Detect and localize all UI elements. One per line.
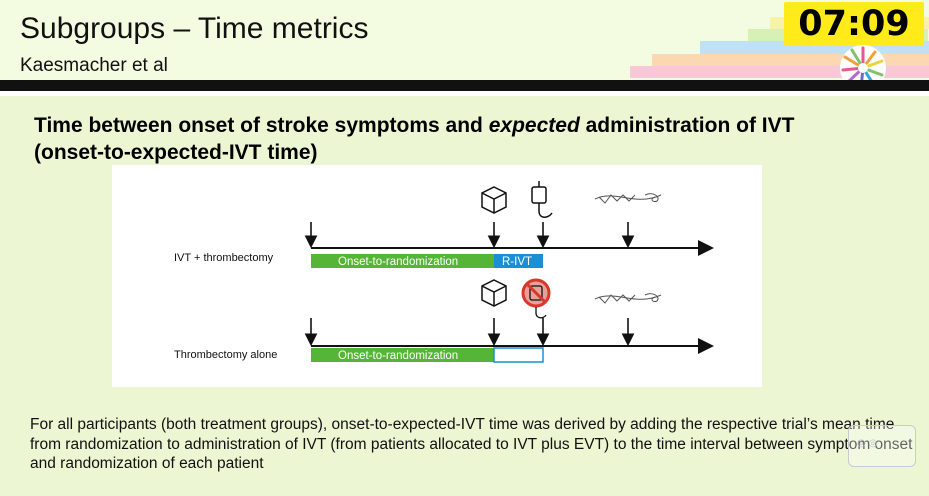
no-iv-icon [521, 278, 551, 319]
box-icon [481, 279, 507, 307]
seal-mark: ◎ ◎ [857, 438, 878, 449]
row2-blue-bar [493, 347, 544, 363]
row2-green-bar-label: Onset-to-randomization [338, 350, 458, 362]
slide-subtitle: Kaesmacher et al [20, 55, 168, 76]
caption-text: For all participants (both treatment gro… [30, 416, 913, 472]
slide-title: Subgroups – Time metrics [20, 12, 369, 45]
iv-bag-icon [531, 181, 553, 218]
row1-blue-bar-label: R-IVT [502, 256, 532, 268]
row2-label: Thrombectomy alone [174, 349, 277, 361]
content-heading: Time between onset of stroke symptoms an… [34, 112, 894, 166]
watermark-seal: ◎ ◎ [848, 425, 916, 467]
decor-stripe-peach [652, 54, 929, 66]
countdown-timer: 07:09 [784, 2, 924, 45]
heading-emphasis: expected [488, 114, 580, 137]
heading-part1: Time between onset of stroke symptoms an… [34, 114, 489, 137]
header-divider-light [0, 91, 929, 96]
timeline-diagram: IVT + thrombectomy Onset-to-randomizatio… [174, 181, 714, 363]
box-icon [481, 186, 507, 214]
thrombectomy-device-icon [594, 193, 662, 204]
heading-line2: (onset-to-expected-IVT time) [34, 141, 318, 164]
thrombectomy-device-icon [594, 293, 662, 304]
row1-green-bar-label: Onset-to-randomization [338, 256, 458, 268]
row1-label: IVT + thrombectomy [174, 252, 274, 264]
heading-part2: administration of IVT [579, 114, 795, 137]
row1-green-bar [311, 254, 494, 268]
row1-blue-bar [494, 254, 543, 268]
header-divider [0, 80, 929, 91]
timeline-figure: IVT + thrombectomy Onset-to-randomizatio… [112, 165, 762, 387]
logo-icon [840, 45, 886, 91]
row2-green-bar [311, 348, 494, 362]
